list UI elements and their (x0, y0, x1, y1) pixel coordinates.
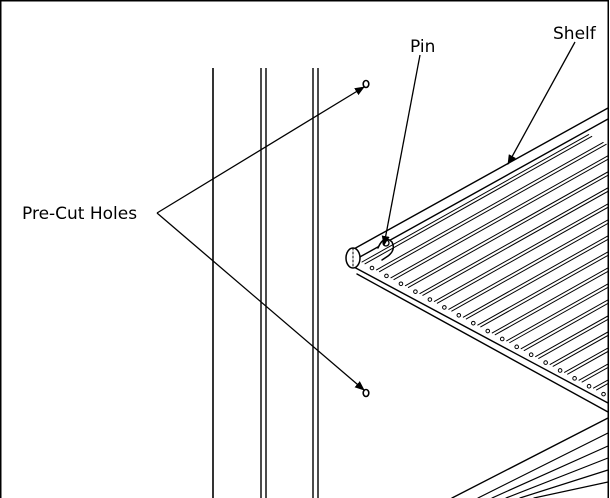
shelf-wire (419, 186, 609, 295)
shelf-back-rail-inner (357, 118, 609, 259)
shelf-wire-node (470, 320, 476, 326)
wire-shelf (345, 107, 609, 498)
shelf-wire (506, 282, 609, 342)
shelf-wire-node (485, 328, 491, 334)
shelf-wire (422, 190, 609, 296)
shelf-wire (538, 318, 609, 359)
shelf-wires (361, 134, 609, 397)
shelf-wire (364, 135, 593, 265)
precut-hole-top (362, 79, 370, 89)
shelf-wire-node (601, 391, 606, 397)
shelf-wire-node (369, 265, 375, 271)
shelf-wire (564, 346, 609, 373)
shelf-wire (491, 266, 609, 334)
lower-shelf-edge-6 (533, 481, 609, 498)
callout-leaders (156, 41, 576, 391)
shelf-wire-node (442, 305, 447, 310)
shelf-wire (436, 206, 609, 304)
shelf-wire-node (384, 273, 389, 279)
shelf-wire (549, 330, 609, 365)
precut-hole-bottom (362, 388, 370, 398)
shelf-wire (451, 222, 609, 312)
lower-shelf-edge-3 (491, 445, 609, 498)
shelf-wire (448, 218, 609, 310)
shelf-wire-node (557, 368, 563, 373)
shelf-label: Shelf (553, 24, 597, 44)
precut-holes (362, 79, 370, 398)
shelf-wire-node (456, 312, 462, 318)
shelf-wire-node (398, 281, 404, 287)
shelf-wire-node (528, 352, 534, 358)
shelf-wire-node (413, 289, 418, 294)
shelf-wire (361, 134, 590, 263)
shelf-wire (375, 141, 604, 271)
wall-standard-rails (212, 68, 319, 498)
shelf-wire (404, 170, 609, 287)
shelf-wire-node (514, 344, 520, 350)
shelf-wire (520, 298, 609, 350)
shelf-wire (509, 286, 609, 344)
shelf-wire (433, 202, 609, 302)
shelf-wire-node (427, 297, 433, 302)
lower-shelf-edge-2 (477, 432, 609, 498)
shelf-back-rail-outer (351, 107, 609, 251)
shelf-wire (393, 158, 609, 281)
shelf-wire-node (586, 383, 592, 389)
leader-hole-bottom (156, 212, 365, 391)
shelf-wire (407, 174, 609, 288)
shelf-wire-node (543, 360, 548, 365)
shelf-front-rail-outer (351, 265, 609, 404)
shelf-wire (581, 366, 609, 383)
shelf-wire (535, 314, 609, 358)
lower-shelf-edge-5 (519, 469, 609, 498)
lower-shelf-edge-1 (451, 417, 609, 498)
lower-shelf-edge-4 (505, 457, 609, 498)
shelf-wire (465, 238, 609, 320)
leader-hole-top (156, 86, 365, 214)
shelf-wire (567, 350, 609, 375)
shelf-wire (477, 250, 609, 326)
shelf-wire-nodes (369, 265, 606, 397)
shelf-wire (390, 154, 609, 279)
leader-shelf (507, 41, 576, 165)
shelf-wire (552, 334, 609, 367)
shelf-wire (494, 270, 609, 336)
shelf-wire (462, 234, 609, 318)
pin-label: Pin (410, 37, 435, 57)
leader-pin (381, 54, 421, 246)
shelf-wire (523, 302, 609, 352)
shelf-wire (480, 254, 609, 328)
precut-holes-label: Pre-Cut Holes (22, 204, 137, 224)
shelf-wire (378, 143, 607, 273)
shelf-front-rail-inner (356, 273, 609, 413)
shelf-wire-node (499, 336, 505, 342)
shelf-wire-node (572, 376, 577, 381)
